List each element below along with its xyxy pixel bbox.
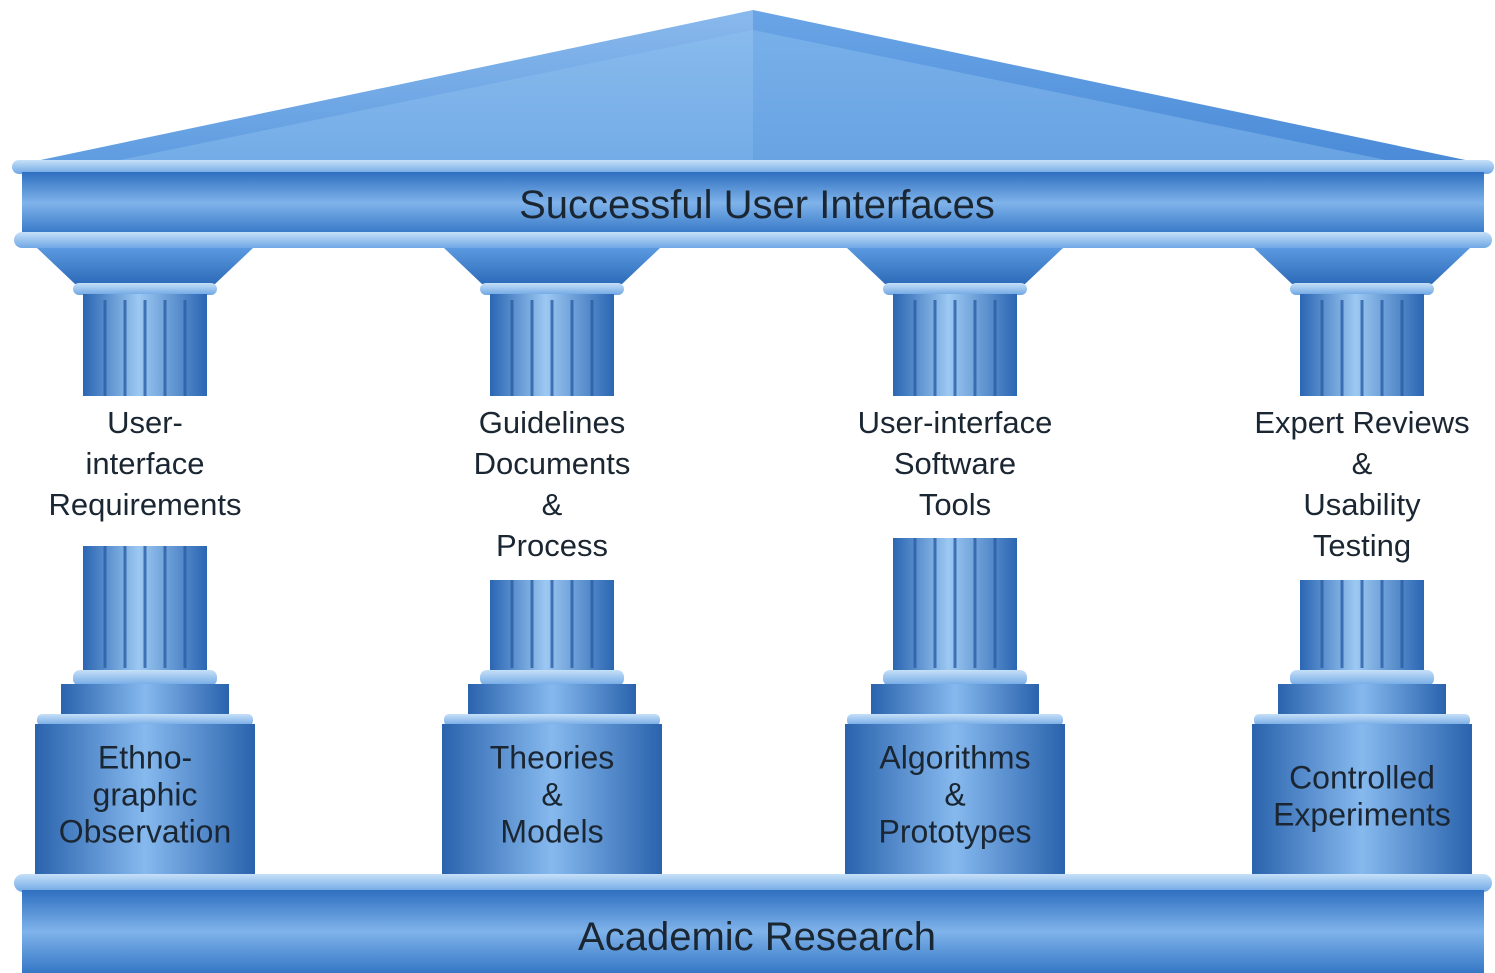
pillar-2: GuidelinesDocuments&ProcessTheories&Mode…: [442, 248, 662, 876]
column-label-line: Expert Reviews: [1254, 405, 1469, 440]
column-capital: [444, 248, 660, 284]
column-base-ring: [883, 670, 1027, 686]
base-label-line: Observation: [59, 813, 232, 849]
column-capital: [37, 248, 253, 284]
column-label-line: Requirements: [49, 487, 242, 522]
column-plinth-rim: [444, 714, 660, 726]
column-label-line: interface: [86, 446, 205, 481]
column-label-line: Usability: [1303, 487, 1421, 522]
column-capital-ring: [73, 283, 217, 295]
column-label-line: Documents: [474, 446, 631, 481]
column-base-ring: [73, 670, 217, 686]
pediment-inner-shade: [120, 30, 1386, 160]
column-capital-ring: [480, 283, 624, 295]
column-capital: [1254, 248, 1470, 284]
base-label-line: &: [944, 776, 965, 812]
foundation-rim: [14, 874, 1492, 892]
base-label-line: Experiments: [1273, 796, 1451, 832]
base-label-line: graphic: [93, 776, 198, 812]
base-label-line: Models: [500, 813, 603, 849]
columns: User-interfaceRequirementsEthno-graphicO…: [35, 248, 1472, 876]
column-label-line: User-interface: [858, 405, 1053, 440]
column-plinth-upper: [468, 684, 636, 716]
pillar-1: User-interfaceRequirementsEthno-graphicO…: [35, 248, 255, 876]
column-pedestal: [1252, 724, 1472, 876]
base-label-line: &: [541, 776, 562, 812]
column-plinth-upper: [61, 684, 229, 716]
base-label-line: Controlled: [1289, 759, 1435, 795]
column-plinth-upper: [871, 684, 1039, 716]
base-label-line: Theories: [490, 739, 615, 775]
column-pedestal: [442, 724, 662, 876]
foundation-label: Academic Research: [578, 915, 936, 959]
pillar-3: User-interfaceSoftwareToolsAlgorithms&Pr…: [845, 248, 1065, 876]
roof-entablature: [22, 172, 1484, 234]
pillar-4: Expert Reviews & UsabilityTestingControlle…: [1252, 248, 1472, 876]
roof-rim-bottom: [14, 232, 1492, 248]
pediment-left-face: [12, 10, 753, 166]
column-label-line: Guidelines: [479, 405, 625, 440]
column-plinth-rim: [1254, 714, 1470, 726]
column-label-line: User-: [107, 405, 183, 440]
column-base-ring: [1290, 670, 1434, 686]
column-label-line: Tools: [919, 487, 991, 522]
pediment-right-face: [753, 10, 1494, 166]
roof-rim-top: [12, 160, 1494, 174]
foundation: Academic Research: [14, 874, 1492, 973]
column-pedestal: [35, 724, 255, 876]
column-capital: [847, 248, 1063, 284]
column-capital-ring: [1290, 283, 1434, 295]
column-label-line: Software: [894, 446, 1016, 481]
foundation-slab: [22, 890, 1484, 973]
base-label-line: Algorithms: [879, 739, 1030, 775]
column-capital-ring: [883, 283, 1027, 295]
column-plinth-rim: [37, 714, 253, 726]
column-base-ring: [480, 670, 624, 686]
column-label-line: Testing: [1313, 528, 1411, 563]
base-label-line: Ethno-: [98, 739, 192, 775]
column-label-line: &: [542, 487, 563, 522]
base-label-line: Prototypes: [879, 813, 1032, 849]
column-plinth-rim: [847, 714, 1063, 726]
column-label-line: &: [1352, 446, 1373, 481]
roof-label: Successful User Interfaces: [519, 183, 995, 227]
roof: Successful User Interfaces: [12, 10, 1494, 248]
column-label-line: Process: [496, 528, 608, 563]
column-plinth-upper: [1278, 684, 1446, 716]
column-pedestal: [845, 724, 1065, 876]
